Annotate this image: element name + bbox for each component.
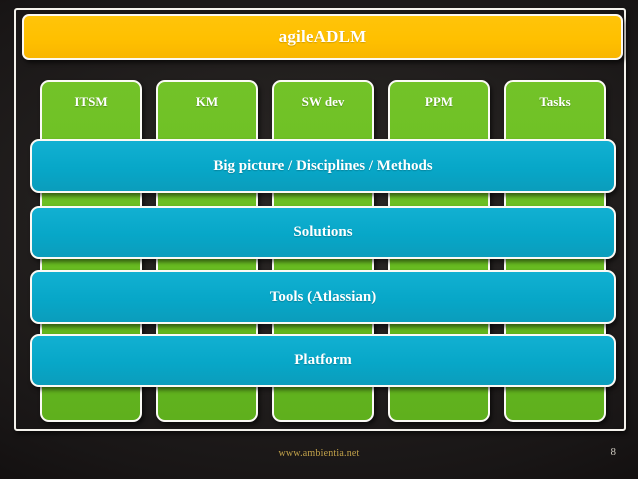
diagram-outer-frame xyxy=(14,8,626,431)
layer-big-picture[interactable]: Big picture / Disciplines / Methods xyxy=(30,139,616,193)
page-title: agileADLM xyxy=(278,27,367,46)
layer-label-platform: Platform xyxy=(294,352,352,368)
layer-label-solutions: Solutions xyxy=(293,224,353,240)
layer-platform[interactable]: Platform xyxy=(30,334,616,387)
column-label-ppm: PPM xyxy=(424,94,454,109)
footer-url: www.ambientia.net xyxy=(278,448,360,459)
column-label-km: KM xyxy=(195,94,219,109)
layer-label-tools-atlassian: Tools (Atlassian) xyxy=(269,288,377,305)
diagram-title-bar: agileADLM xyxy=(22,14,623,60)
column-label-sw-dev: SW dev xyxy=(301,94,345,109)
layer-label-big-picture: Big picture / Disciplines / Methods xyxy=(213,157,433,174)
footer-page-number: 8 xyxy=(610,446,617,458)
layer-tools-atlassian[interactable]: Tools (Atlassian) xyxy=(30,270,616,324)
column-label-tasks: Tasks xyxy=(539,94,571,109)
layer-solutions[interactable]: Solutions xyxy=(30,206,616,259)
column-label-itsm: ITSM xyxy=(74,94,108,109)
